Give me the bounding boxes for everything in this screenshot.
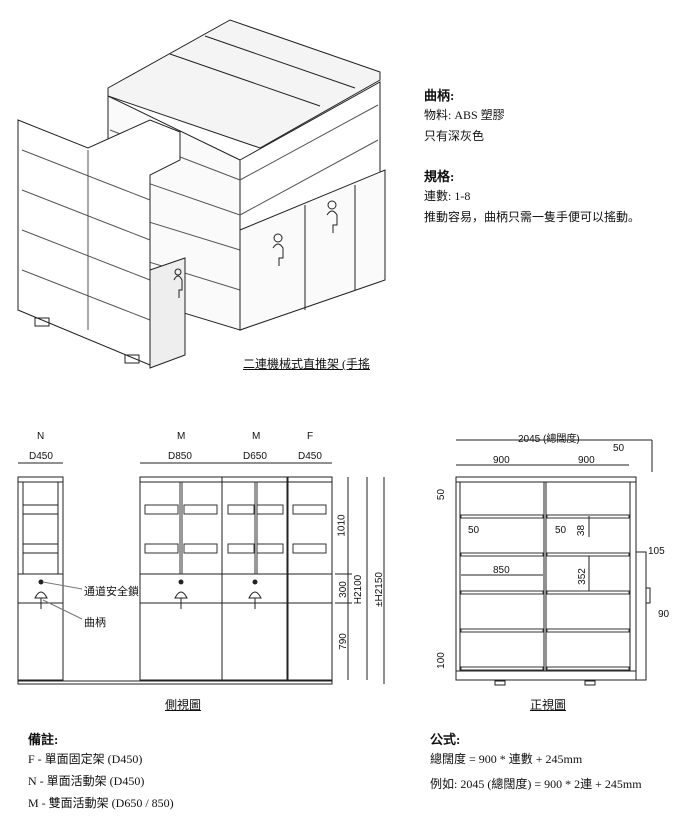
type-label-m1: M: [177, 431, 186, 442]
shelf-gap: 352: [576, 568, 588, 585]
front-view-caption: 正視圖: [530, 698, 567, 712]
depth-label: D850: [168, 451, 192, 462]
side-view-caption: 側視圖: [165, 698, 202, 712]
note-item: N - 單面活動架 (D450): [28, 774, 145, 788]
notes-title: 備註:: [28, 732, 59, 747]
spec-units: 連數: 1-8: [424, 189, 471, 203]
height-300: 300: [337, 581, 349, 598]
base-height: 100: [435, 652, 447, 669]
type-label-f: F: [307, 431, 314, 442]
height-790: 790: [337, 633, 349, 650]
shelf-thickness: 38: [576, 524, 588, 537]
handle-icons: [34, 579, 262, 609]
overall-height: ±H2150: [373, 572, 385, 607]
callout-handle: 曲柄: [84, 617, 106, 629]
side-panel: 105: [648, 546, 665, 557]
post-width-left: 50: [468, 525, 480, 536]
handle-color: 只有深灰色: [424, 129, 485, 143]
mobile-shelving-illustration: [17, 19, 386, 369]
bay-width: 900: [578, 455, 595, 466]
top-offset: 50: [613, 443, 625, 454]
front-view-drawing: [455, 439, 653, 686]
spec-note: 推動容易，曲柄只需一隻手便可以搖動。: [424, 210, 641, 224]
top-thickness: 50: [436, 488, 448, 501]
note-item: F - 單面固定架 (D450): [28, 752, 143, 766]
total-width: 2045 (總闊度): [518, 434, 580, 445]
handle-material: 物料: ABS 塑膠: [424, 108, 505, 122]
depth-label: D450: [298, 451, 322, 462]
depth-label: D650: [243, 451, 267, 462]
illustration-caption: 二連機械式直推架 (手搖: [243, 357, 370, 371]
bay-width: 900: [493, 455, 510, 466]
type-label-n: N: [37, 431, 45, 442]
type-label-m2: M: [252, 431, 261, 442]
formula-line: 總闊度 = 900 * 連數 + 245mm: [430, 752, 583, 766]
post-width-mid: 50: [555, 525, 567, 536]
formula-example: 例如: 2045 (總闊度) = 900 * 2連 + 245mm: [430, 777, 642, 791]
spec-title: 規格:: [424, 169, 455, 184]
note-item: M - 雙面活動架 (D650 / 850): [28, 796, 174, 810]
side-view-drawing: [17, 462, 385, 685]
formula-title: 公式:: [430, 732, 461, 747]
callout-lock: 通道安全鎖: [84, 586, 139, 598]
total-height: H2100: [353, 574, 365, 605]
height-1010: 1010: [336, 514, 348, 537]
shelf-width: 850: [493, 565, 510, 576]
handle-title: 曲柄:: [424, 88, 455, 103]
depth-label: D450: [29, 451, 53, 462]
handle-depth: 90: [658, 609, 670, 620]
